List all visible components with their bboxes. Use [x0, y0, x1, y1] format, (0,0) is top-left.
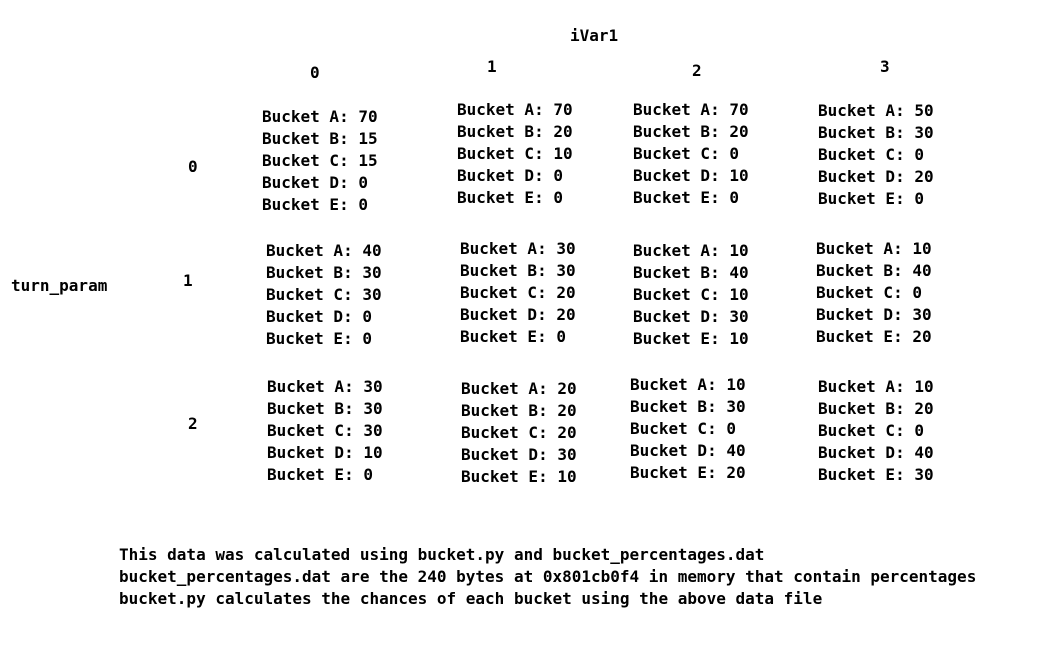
bucket-d-line: Bucket D: 30	[633, 307, 749, 326]
bucket-a-line: Bucket A: 70	[262, 107, 378, 126]
bucket-a-line: Bucket A: 10	[633, 241, 749, 260]
bucket-c-line: Bucket C: 10	[633, 285, 749, 304]
row-header-1: 1	[183, 271, 193, 290]
bucket-a-line: Bucket A: 40	[266, 241, 382, 260]
cell-r1-c0: Bucket A: 40 Bucket B: 30 Bucket C: 30 B…	[266, 240, 382, 350]
row-axis-label: turn_param	[11, 276, 108, 295]
bucket-b-line: Bucket B: 40	[633, 263, 749, 282]
bucket-a-line: Bucket A: 50	[818, 101, 934, 120]
bucket-b-line: Bucket B: 20	[633, 122, 749, 141]
cell-r1-c3: Bucket A: 10 Bucket B: 40 Bucket C: 0 Bu…	[816, 238, 932, 348]
bucket-e-line: Bucket E: 10	[633, 329, 749, 348]
bucket-e-line: Bucket E: 20	[630, 463, 746, 482]
bucket-d-line: Bucket D: 10	[267, 443, 383, 462]
cell-r0-c2: Bucket A: 70 Bucket B: 20 Bucket C: 0 Bu…	[633, 99, 749, 209]
bucket-a-line: Bucket A: 30	[267, 377, 383, 396]
bucket-d-line: Bucket D: 30	[816, 305, 932, 324]
bucket-c-line: Bucket C: 30	[266, 285, 382, 304]
footnotes: This data was calculated using bucket.py…	[119, 544, 976, 610]
bucket-d-line: Bucket D: 20	[460, 305, 576, 324]
bucket-c-line: Bucket C: 0	[633, 144, 739, 163]
column-header-0: 0	[310, 63, 320, 82]
column-header-2: 2	[692, 61, 702, 80]
cell-r2-c0: Bucket A: 30 Bucket B: 30 Bucket C: 30 B…	[267, 376, 383, 486]
bucket-d-line: Bucket D: 0	[262, 173, 368, 192]
bucket-b-line: Bucket B: 30	[460, 261, 576, 280]
bucket-a-line: Bucket A: 70	[457, 100, 573, 119]
bucket-b-line: Bucket B: 30	[630, 397, 746, 416]
bucket-b-line: Bucket B: 20	[818, 399, 934, 418]
bucket-c-line: Bucket C: 20	[461, 423, 577, 442]
bucket-a-line: Bucket A: 20	[461, 379, 577, 398]
bucket-c-line: Bucket C: 15	[262, 151, 378, 170]
cell-r0-c3: Bucket A: 50 Bucket B: 30 Bucket C: 0 Bu…	[818, 100, 934, 210]
bucket-e-line: Bucket E: 0	[267, 465, 373, 484]
bucket-e-line: Bucket E: 0	[262, 195, 368, 214]
column-header-1: 1	[487, 57, 497, 76]
cell-r2-c2: Bucket A: 10 Bucket B: 30 Bucket C: 0 Bu…	[630, 374, 746, 484]
cell-r0-c0: Bucket A: 70 Bucket B: 15 Bucket C: 15 B…	[262, 106, 378, 216]
bucket-c-line: Bucket C: 0	[630, 419, 736, 438]
bucket-d-line: Bucket D: 20	[818, 167, 934, 186]
bucket-c-line: Bucket C: 0	[816, 283, 922, 302]
cell-r1-c2: Bucket A: 10 Bucket B: 40 Bucket C: 10 B…	[633, 240, 749, 350]
bucket-e-line: Bucket E: 10	[461, 467, 577, 486]
bucket-c-line: Bucket C: 30	[267, 421, 383, 440]
bucket-c-line: Bucket C: 20	[460, 283, 576, 302]
bucket-e-line: Bucket E: 30	[818, 465, 934, 484]
cell-r1-c1: Bucket A: 30 Bucket B: 30 Bucket C: 20 B…	[460, 238, 576, 348]
bucket-e-line: Bucket E: 0	[460, 327, 566, 346]
bucket-b-line: Bucket B: 20	[457, 122, 573, 141]
footnote-line: bucket.py calculates the chances of each…	[119, 589, 823, 608]
column-axis-label: iVar1	[570, 26, 619, 45]
bucket-a-line: Bucket A: 10	[630, 375, 746, 394]
bucket-d-line: Bucket D: 40	[630, 441, 746, 460]
row-header-0: 0	[188, 157, 198, 176]
bucket-e-line: Bucket E: 0	[818, 189, 924, 208]
bucket-b-line: Bucket B: 40	[816, 261, 932, 280]
bucket-a-line: Bucket A: 70	[633, 100, 749, 119]
bucket-d-line: Bucket D: 0	[457, 166, 563, 185]
bucket-c-line: Bucket C: 0	[818, 421, 924, 440]
cell-r2-c1: Bucket A: 20 Bucket B: 20 Bucket C: 20 B…	[461, 378, 577, 488]
bucket-b-line: Bucket B: 30	[266, 263, 382, 282]
row-header-2: 2	[188, 414, 198, 433]
bucket-a-line: Bucket A: 10	[818, 377, 934, 396]
bucket-d-line: Bucket D: 40	[818, 443, 934, 462]
bucket-e-line: Bucket E: 20	[816, 327, 932, 346]
bucket-b-line: Bucket B: 30	[818, 123, 934, 142]
bucket-a-line: Bucket A: 30	[460, 239, 576, 258]
footnote-line: This data was calculated using bucket.py…	[119, 545, 765, 564]
bucket-d-line: Bucket D: 30	[461, 445, 577, 464]
bucket-c-line: Bucket C: 10	[457, 144, 573, 163]
bucket-d-line: Bucket D: 10	[633, 166, 749, 185]
bucket-b-line: Bucket B: 30	[267, 399, 383, 418]
bucket-c-line: Bucket C: 0	[818, 145, 924, 164]
column-header-3: 3	[880, 57, 890, 76]
bucket-e-line: Bucket E: 0	[266, 329, 372, 348]
cell-r0-c1: Bucket A: 70 Bucket B: 20 Bucket C: 10 B…	[457, 99, 573, 209]
bucket-b-line: Bucket B: 15	[262, 129, 378, 148]
cell-r2-c3: Bucket A: 10 Bucket B: 20 Bucket C: 0 Bu…	[818, 376, 934, 486]
bucket-d-line: Bucket D: 0	[266, 307, 372, 326]
bucket-b-line: Bucket B: 20	[461, 401, 577, 420]
bucket-a-line: Bucket A: 10	[816, 239, 932, 258]
footnote-line: bucket_percentages.dat are the 240 bytes…	[119, 567, 977, 586]
bucket-e-line: Bucket E: 0	[457, 188, 563, 207]
bucket-e-line: Bucket E: 0	[633, 188, 739, 207]
